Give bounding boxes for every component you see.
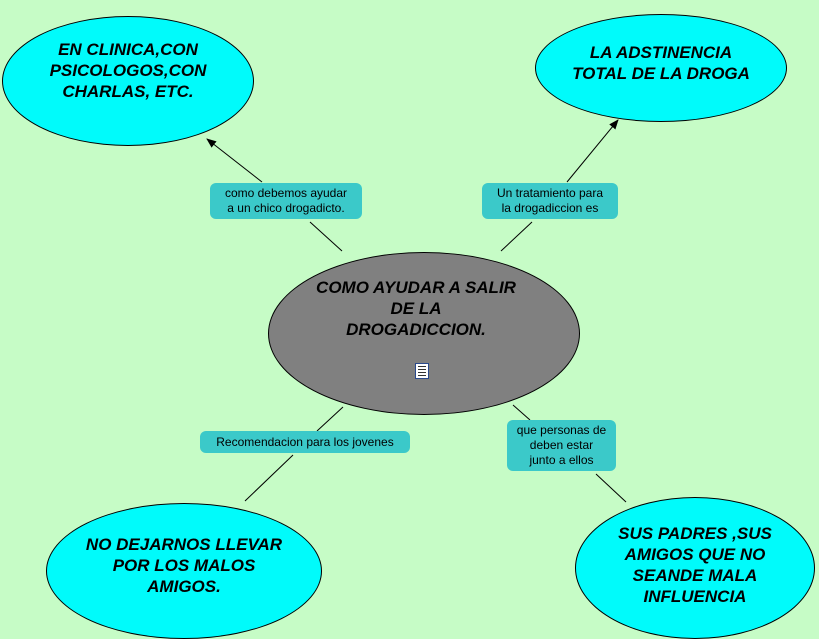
connector-center-to-label-br [512,404,531,421]
connector-label-br-to-node-br [595,473,627,503]
connector-center-to-label-tr [500,221,533,252]
link-label-bottom-left[interactable]: Recomendacion para los jovenes [200,431,410,453]
central-concept-text: COMO AYUDAR A SALIR DE LA DROGADICCION. [316,278,516,339]
link-label-top-right[interactable]: Un tratamiento para la drogadiccion es [482,183,618,219]
concept-node-top-left[interactable]: EN CLINICA,CON PSICOLOGOS,CON CHARLAS, E… [2,16,254,146]
concept-node-bottom-right[interactable]: SUS PADRES ,SUS AMIGOS QUE NO SEANDE MAL… [575,497,815,639]
link-label-top-left[interactable]: como debemos ayudar a un chico drogadict… [210,183,362,219]
link-label-bottom-right[interactable]: que personas de deben estar junto a ello… [507,420,616,471]
central-concept-node[interactable]: COMO AYUDAR A SALIR DE LA DROGADICCION. [268,252,580,415]
arrow-label-tl-to-node-tl [206,138,263,183]
concept-node-top-left-text: EN CLINICA,CON PSICOLOGOS,CON CHARLAS, E… [49,39,207,101]
concept-node-top-right-text: LA ADSTINENCIA TOTAL DE LA DROGA [572,43,750,83]
connector-center-to-label-tl [309,221,343,252]
concept-node-top-right[interactable]: LA ADSTINENCIA TOTAL DE LA DROGA [535,14,787,122]
concept-node-bottom-left[interactable]: NO DEJARNOS LLEVAR POR LOS MALOS AMIGOS. [46,503,322,639]
connector-center-to-label-bl [316,406,344,432]
document-icon[interactable] [415,363,429,379]
concept-node-bottom-right-text: SUS PADRES ,SUS AMIGOS QUE NO SEANDE MAL… [618,524,772,606]
arrow-label-tr-to-node-tr [566,119,619,183]
concept-node-bottom-left-text: NO DEJARNOS LLEVAR POR LOS MALOS AMIGOS. [85,534,283,596]
connector-label-bl-to-node-bl [244,454,294,502]
